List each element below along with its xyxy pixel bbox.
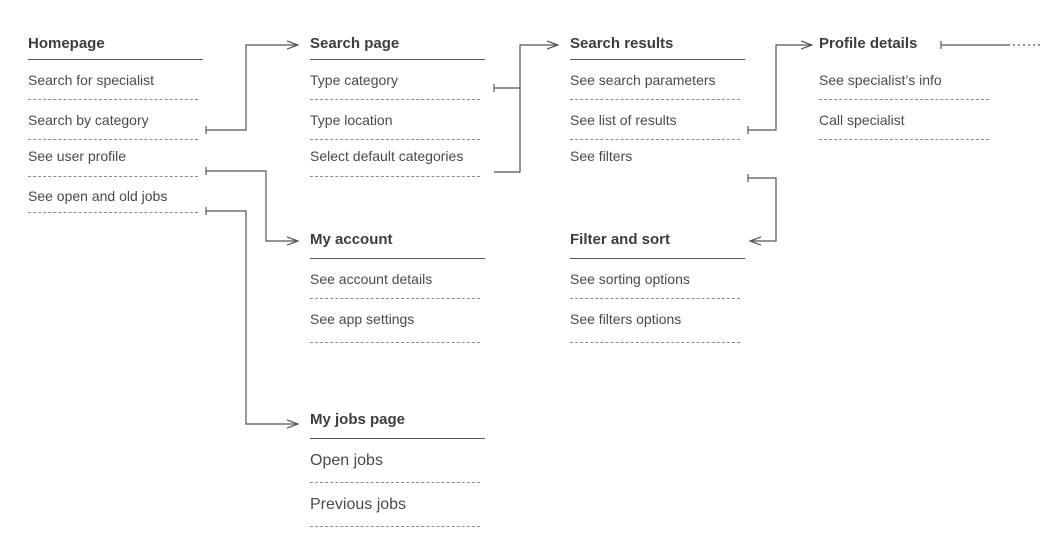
connector-jobs-to-jobs-page	[205, 207, 298, 424]
card-item[interactable]: See open and old jobs	[28, 177, 198, 213]
connector-profile-to-account	[205, 167, 298, 241]
card-title: Profile details	[819, 35, 918, 52]
connector-filters-to-filter-sort	[747, 174, 777, 241]
card-item[interactable]: See sorting options	[570, 259, 740, 299]
card-item[interactable]: See search parameters	[570, 60, 740, 100]
card-item[interactable]: See specialist’s info	[819, 60, 989, 100]
card-profile-details: Profile details See specialist’s info Ca…	[819, 33, 994, 140]
connector-profile-continuation	[940, 41, 1043, 49]
connector-search-page-to-results	[493, 45, 558, 173]
card-item[interactable]: See app settings	[310, 299, 480, 343]
card-item[interactable]: Search for specialist	[28, 60, 198, 100]
card-title: Homepage	[28, 33, 203, 60]
card-item[interactable]: See filters options	[570, 299, 740, 343]
card-search-page: Search page Type category Type location …	[310, 33, 485, 177]
card-item[interactable]: See list of results	[570, 100, 740, 140]
card-item[interactable]: Type category	[310, 60, 480, 100]
connector-results-to-profile	[747, 45, 812, 134]
card-title: Filter and sort	[570, 229, 745, 259]
card-my-account: My account See account details See app s…	[310, 229, 485, 343]
card-item[interactable]: See user profile	[28, 140, 198, 177]
card-my-jobs-page: My jobs page Open jobs Previous jobs	[310, 409, 485, 527]
card-item[interactable]: Type location	[310, 100, 480, 140]
card-item[interactable]: Call specialist	[819, 100, 989, 140]
card-item[interactable]: Select default categories	[310, 140, 480, 177]
card-title: Search results	[570, 33, 745, 60]
card-homepage: Homepage Search for specialist Search by…	[28, 33, 203, 213]
card-item[interactable]: Search by category	[28, 100, 198, 140]
card-item[interactable]: Previous jobs	[310, 483, 480, 527]
card-item[interactable]: See account details	[310, 259, 480, 299]
card-item[interactable]: Open jobs	[310, 439, 480, 483]
card-search-results: Search results See search parameters See…	[570, 33, 745, 177]
card-filter-and-sort: Filter and sort See sorting options See …	[570, 229, 745, 343]
card-title: My account	[310, 229, 485, 259]
card-item[interactable]: See filters	[570, 148, 633, 164]
card-title: My jobs page	[310, 409, 485, 439]
connector-category-to-search-page	[205, 45, 298, 134]
card-title: Search page	[310, 33, 485, 60]
